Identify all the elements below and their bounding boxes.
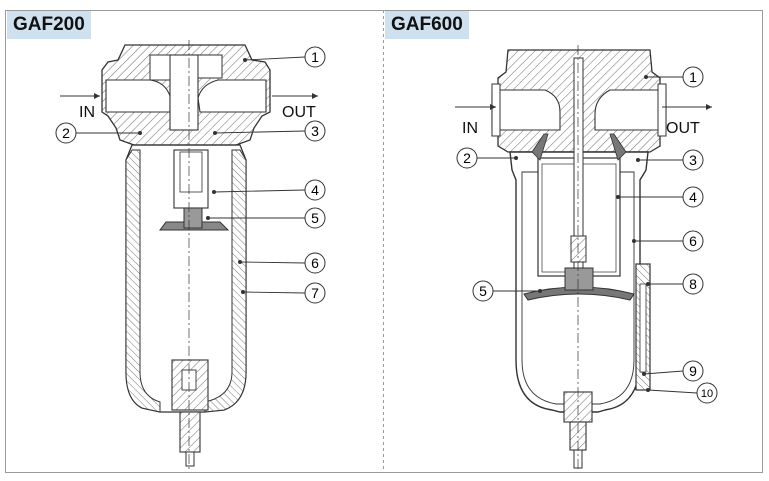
gaf600-callout-8: 8 <box>682 273 704 295</box>
svg-text:5: 5 <box>479 283 487 299</box>
gaf200-center-channel <box>169 54 199 131</box>
gaf600-title: GAF600 <box>385 11 469 39</box>
gaf600-drawing <box>455 45 712 472</box>
svg-text:5: 5 <box>311 210 319 226</box>
gaf600-callout-1: 1 <box>682 66 704 88</box>
gaf200-callout-4: 4 <box>304 179 326 201</box>
svg-text:4: 4 <box>689 189 697 205</box>
gaf200-drawing <box>60 40 318 472</box>
gaf600-callout-9: 9 <box>682 360 704 382</box>
svg-text:7: 7 <box>311 285 319 301</box>
gaf600-callout-2: 2 <box>456 147 478 169</box>
gaf200-callout-2: 2 <box>55 122 77 144</box>
svg-text:9: 9 <box>689 363 697 379</box>
svg-text:2: 2 <box>463 150 471 166</box>
gaf200-filter-element <box>173 149 209 209</box>
gaf600-deflector <box>523 286 635 301</box>
svg-text:1: 1 <box>689 69 697 85</box>
svg-text:3: 3 <box>689 152 697 168</box>
gaf200-callout-6: 6 <box>304 252 326 274</box>
gaf600-leaders <box>477 76 698 394</box>
svg-text:10: 10 <box>701 388 713 400</box>
gaf200-outlet-port <box>197 79 267 113</box>
gaf200-leaders <box>76 56 306 294</box>
gaf200-title: GAF200 <box>7 11 91 39</box>
gaf200-callout-1: 1 <box>304 46 326 68</box>
gaf600-callout-10: 10 <box>696 382 718 404</box>
gaf200-in-label: IN <box>79 104 95 121</box>
svg-text:4: 4 <box>311 182 319 198</box>
svg-text:6: 6 <box>311 255 319 271</box>
gaf600-inlet-port <box>491 89 561 131</box>
gaf600-callout-4: 4 <box>682 186 704 208</box>
svg-text:8: 8 <box>689 276 697 292</box>
gaf600-callout-5: 5 <box>472 280 494 302</box>
gaf200-callout-5: 5 <box>304 207 326 229</box>
gaf600-in-label: IN <box>462 120 478 137</box>
svg-text:2: 2 <box>62 125 70 141</box>
gaf600-out-label: OUT <box>666 120 700 137</box>
svg-text:1: 1 <box>311 49 319 65</box>
svg-text:3: 3 <box>311 123 319 139</box>
svg-text:6: 6 <box>689 233 697 249</box>
gaf600-callout-6: 6 <box>682 230 704 252</box>
gaf200-callout-3: 3 <box>304 120 326 142</box>
gaf600-callout-3: 3 <box>682 149 704 171</box>
gaf200-inlet-port <box>105 79 171 113</box>
gaf200-out-label: OUT <box>282 104 316 121</box>
gaf600-outlet-port <box>594 89 667 131</box>
gaf200-callout-7: 7 <box>304 282 326 304</box>
